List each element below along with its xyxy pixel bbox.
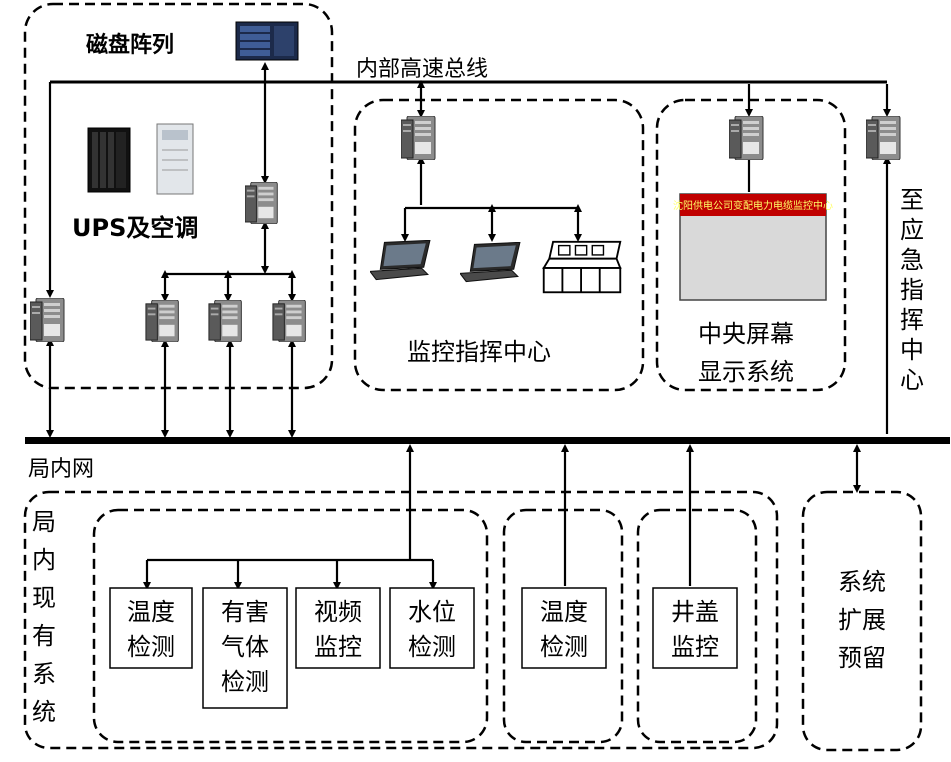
gas-detect-box <box>202 587 288 709</box>
emergency-center-label: 至 应 急 指 挥 中 心 <box>900 186 924 394</box>
temp-detect-label-1: 温度 <box>127 598 175 626</box>
monitor-center-label: 监控指挥中心 <box>407 338 551 366</box>
svg-text:系: 系 <box>32 660 56 688</box>
temp2-detect-label-2: 检测 <box>540 633 588 661</box>
svg-text:急: 急 <box>900 246 924 274</box>
temp-detect-box <box>109 587 193 669</box>
server-icon <box>729 116 764 160</box>
svg-text:内: 内 <box>32 546 56 574</box>
existing-system-label: 局 内 现 有 系 统 <box>32 508 56 726</box>
screen-icon: 沈阳供电公司变配电力电缆监控中心 <box>673 193 833 301</box>
well-monitor-label-1: 井盖 <box>671 598 719 626</box>
svg-text:心: 心 <box>900 366 924 394</box>
monitor-center-box <box>353 98 645 392</box>
svg-text:有: 有 <box>32 622 56 650</box>
screen-banner <box>680 194 826 216</box>
central-screen-box <box>655 98 847 392</box>
water-detect-box <box>389 587 475 669</box>
svg-text:现: 现 <box>32 584 56 612</box>
temp2-group-box <box>502 508 624 744</box>
ups-ac-label: UPS及空调 <box>72 214 198 242</box>
svg-text:挥: 挥 <box>900 306 924 334</box>
air-conditioner-icon <box>156 123 194 195</box>
server-icon <box>866 116 901 160</box>
svg-text:中: 中 <box>900 336 924 364</box>
video-monitor-label-2: 监控 <box>314 633 362 661</box>
central-screen-label-1: 中央屏幕 <box>698 320 794 348</box>
server-icon <box>145 300 179 342</box>
server-icon <box>272 300 306 342</box>
server-icon <box>245 182 278 224</box>
internal-bus-label: 内部高速总线 <box>356 57 488 82</box>
temp2-detect-box <box>521 587 607 669</box>
svg-text:指: 指 <box>900 276 924 304</box>
server-icon <box>401 116 436 160</box>
video-monitor-box <box>295 587 381 669</box>
gas-detect-label-2: 气体 <box>221 633 269 661</box>
extension-label-1: 系统 <box>838 568 886 596</box>
screen-banner-text: 沈阳供电公司变配电力电缆监控中心 <box>673 199 833 212</box>
laptop-icon <box>370 240 431 281</box>
svg-text:局: 局 <box>32 508 56 536</box>
central-screen-label-2: 显示系统 <box>698 358 794 386</box>
existing-system-box <box>23 490 779 750</box>
lan-label: 局内网 <box>28 457 94 482</box>
server-icon <box>30 298 65 342</box>
sensor-group-box <box>92 508 489 744</box>
ups-icon <box>87 127 131 193</box>
disk-array-label: 磁盘阵列 <box>86 32 174 58</box>
temp-detect-label-2: 检测 <box>127 633 175 661</box>
console-icon <box>542 240 622 294</box>
gas-detect-label-1: 有害 <box>221 598 269 626</box>
video-monitor-label-1: 视频 <box>314 598 362 626</box>
laptop-icon <box>460 242 521 283</box>
server-icon <box>208 300 242 342</box>
water-detect-label-2: 检测 <box>408 633 456 661</box>
gas-detect-label-3: 检测 <box>221 668 269 696</box>
svg-text:统: 统 <box>32 698 56 726</box>
extension-label-3: 预留 <box>838 644 886 672</box>
well-monitor-label-2: 监控 <box>671 633 719 661</box>
water-detect-label-1: 水位 <box>408 598 456 626</box>
svg-text:应: 应 <box>900 216 924 244</box>
svg-text:至: 至 <box>900 186 924 214</box>
storage-group-box <box>23 2 334 390</box>
extension-label-2: 扩展 <box>838 606 886 634</box>
lan-bus-line <box>25 437 950 444</box>
temp2-detect-label-1: 温度 <box>540 598 588 626</box>
well-monitor-box <box>652 587 738 669</box>
well-group-box <box>636 508 758 744</box>
extension-box <box>801 490 923 752</box>
disk-array-icon <box>235 21 299 61</box>
